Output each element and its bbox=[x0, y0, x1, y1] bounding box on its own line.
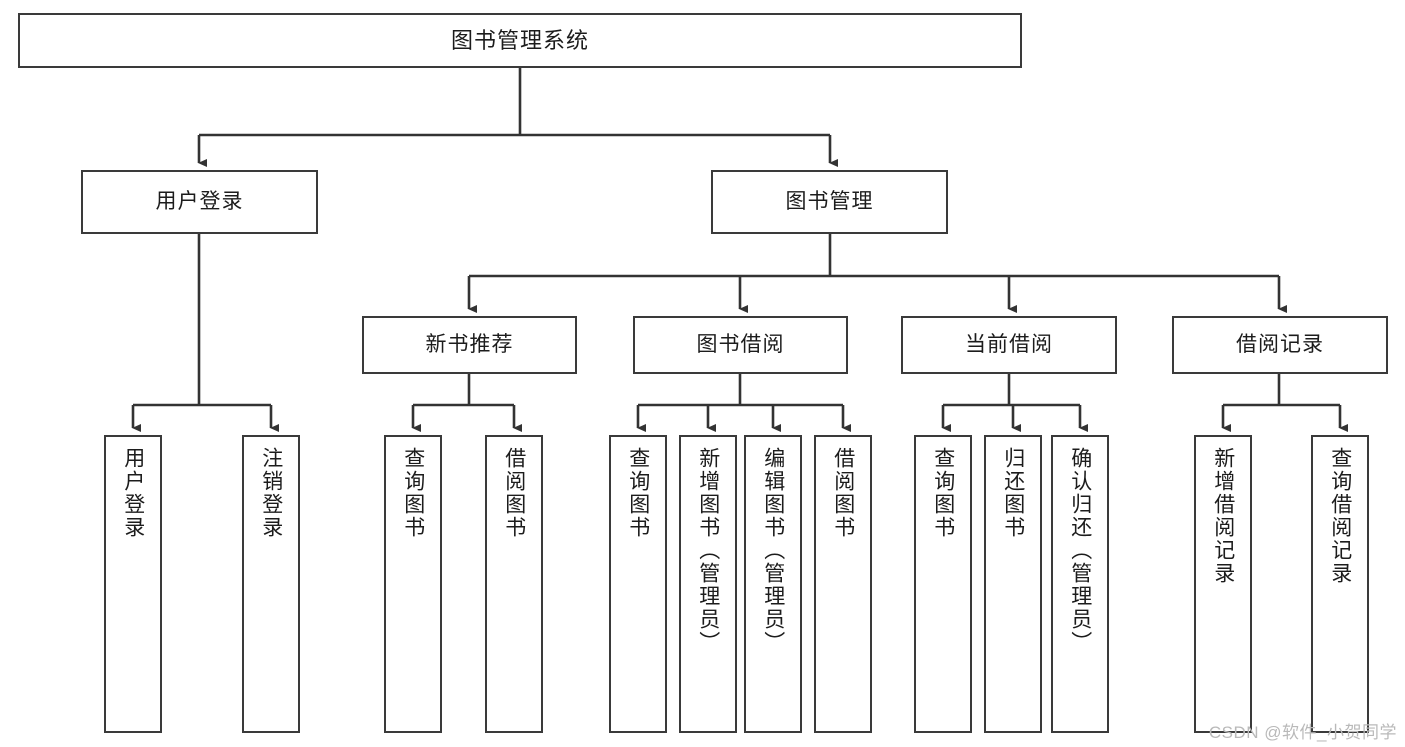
node-borrow-record[interactable]: 借阅记录 bbox=[1172, 316, 1388, 374]
node-leaf-add-record[interactable]: 新增借阅记录 bbox=[1194, 435, 1252, 733]
node-leaf-query-book-3[interactable]: 查询图书 bbox=[914, 435, 972, 733]
node-leaf-borrow-book-1[interactable]: 借阅图书 bbox=[485, 435, 543, 733]
node-label: 用户登录 bbox=[121, 447, 145, 539]
node-leaf-borrow-book-2[interactable]: 借阅图书 bbox=[814, 435, 872, 733]
node-label: 新增借阅记录 bbox=[1211, 447, 1235, 585]
node-label: 查询借阅记录 bbox=[1328, 447, 1352, 585]
node-label: 图书管理系统 bbox=[450, 27, 589, 53]
node-leaf-query-book-2[interactable]: 查询图书 bbox=[609, 435, 667, 733]
node-label: 查询图书 bbox=[931, 447, 955, 539]
node-leaf-add-book[interactable]: 新增图书（管理员） bbox=[679, 435, 737, 733]
node-label: 借阅图书 bbox=[502, 447, 526, 539]
node-root-system[interactable]: 图书管理系统 bbox=[18, 13, 1022, 68]
node-label: 借阅记录 bbox=[1236, 332, 1324, 356]
node-label: 归还图书 bbox=[1001, 447, 1025, 539]
node-leaf-confirm-return[interactable]: 确认归还（管理员） bbox=[1051, 435, 1109, 733]
node-book-borrow[interactable]: 图书借阅 bbox=[633, 316, 848, 374]
node-leaf-user-logout[interactable]: 注销登录 bbox=[242, 435, 300, 733]
node-label: 编辑图书（管理员） bbox=[761, 447, 785, 654]
node-leaf-edit-book[interactable]: 编辑图书（管理员） bbox=[744, 435, 802, 733]
node-book-management[interactable]: 图书管理 bbox=[711, 170, 948, 234]
node-label: 新增图书（管理员） bbox=[696, 447, 720, 654]
node-user-login[interactable]: 用户登录 bbox=[81, 170, 318, 234]
node-label: 查询图书 bbox=[626, 447, 650, 539]
node-label: 注销登录 bbox=[259, 447, 283, 539]
node-label: 新书推荐 bbox=[425, 332, 514, 356]
node-leaf-return-book[interactable]: 归还图书 bbox=[984, 435, 1042, 733]
node-current-borrow[interactable]: 当前借阅 bbox=[901, 316, 1117, 374]
node-new-book-recommend[interactable]: 新书推荐 bbox=[362, 316, 577, 374]
node-leaf-query-book-1[interactable]: 查询图书 bbox=[384, 435, 442, 733]
node-label: 查询图书 bbox=[401, 447, 425, 539]
node-leaf-query-record[interactable]: 查询借阅记录 bbox=[1311, 435, 1369, 733]
node-label: 当前借阅 bbox=[965, 332, 1053, 356]
node-leaf-user-login[interactable]: 用户登录 bbox=[104, 435, 162, 733]
node-label: 用户登录 bbox=[155, 189, 244, 213]
node-label: 图书管理 bbox=[785, 189, 874, 213]
node-label: 借阅图书 bbox=[831, 447, 855, 539]
node-label: 确认归还（管理员） bbox=[1068, 447, 1092, 654]
csdn-watermark: CSDN @软件_小贺同学 bbox=[1208, 723, 1397, 742]
node-label: 图书借阅 bbox=[696, 332, 785, 356]
